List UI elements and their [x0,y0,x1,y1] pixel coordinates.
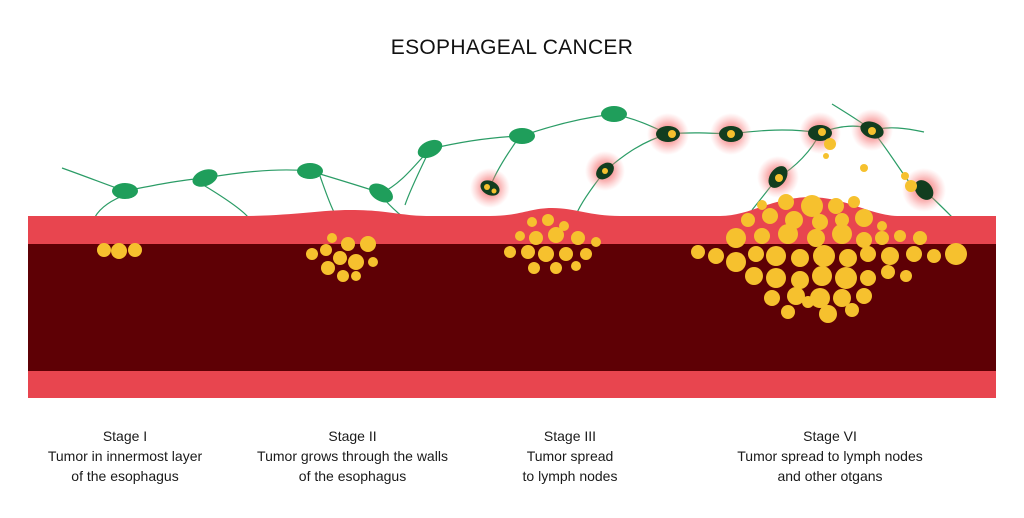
stage-1-caption: Stage I Tumor in innermost layer of the … [30,426,220,486]
esophagus-wall [28,197,996,398]
lymph-node [509,128,535,144]
stage-3-description-line-1: Tumor spread [526,448,614,464]
stage-2-caption: Stage II Tumor grows through the walls o… [240,426,465,486]
lymph-node [112,183,138,199]
spreading-tumor-cell [823,153,829,159]
lymph-vessel [199,182,249,218]
lymph-node [369,183,393,203]
stage-2-description-line-1: Tumor grows through the walls [257,448,448,464]
lymph-node [192,169,218,187]
lymph-node [601,106,627,122]
stage-3-caption: Stage III Tumor spread to lymph nodes [495,426,645,486]
stage-4-name: Stage VI [803,428,857,444]
outer-layer-bottom [28,371,996,398]
lymph-vessel [204,169,311,179]
stage-3-description-line-2: to lymph nodes [522,468,618,484]
outer-layer-top [28,197,996,244]
stage-4-description-line-1: Tumor spread to lymph nodes [737,448,923,464]
tumor-stage-2 [306,233,378,282]
infected-node [585,151,625,191]
lymph-node [297,163,323,179]
tumor-stage-1 [97,243,142,259]
diagram-title: ESOPHAGEAL CANCER [390,36,634,59]
stage-2-name: Stage II [328,428,377,444]
lymph-vessel [429,135,523,150]
tumor-stage-4 [691,194,967,323]
spreading-tumor-cell [860,164,868,172]
tumor-stage-3 [504,214,601,274]
stage-2-description-line-2: of the esophagus [298,468,407,484]
infected-node [901,168,946,212]
lymph-vessel [521,113,615,137]
infected-node [851,109,893,151]
stage-1-description-line-1: Tumor in innermost layer [47,448,203,464]
stage-1-description-line-2: of the esophagus [71,468,179,484]
stage-1-name: Stage I [102,428,148,444]
infected-lymph-nodes [470,109,946,212]
stage-3-name: Stage III [543,428,597,444]
healthy-lymph-nodes [112,106,627,203]
stage-4-caption: Stage VI Tumor spread to lymph nodes and… [718,426,942,486]
infected-node [470,168,510,208]
inner-layer [28,244,996,371]
infected-node [647,113,689,155]
lymph-node [417,139,443,159]
infected-node [799,112,841,154]
infected-node [757,156,799,198]
stage-4-description-line-2: and other otgans [777,468,883,484]
infected-node [710,113,752,155]
lymph-vessel [319,175,336,215]
